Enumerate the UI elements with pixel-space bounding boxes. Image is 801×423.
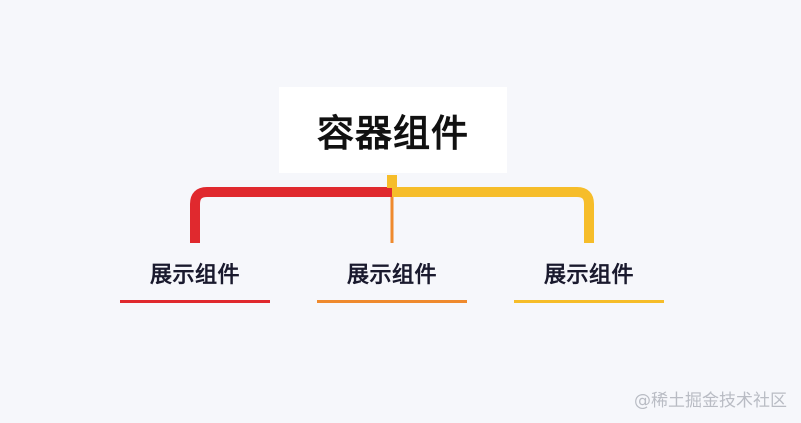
left-branch-connector xyxy=(190,187,392,243)
root-node: 容器组件 xyxy=(279,87,507,173)
child-node-label-left: 展示组件 xyxy=(149,263,240,288)
child-underline-right xyxy=(514,300,664,303)
watermark: @稀土掘金技术社区 xyxy=(634,391,787,411)
child-underline-left xyxy=(120,300,270,303)
child-underline-center xyxy=(317,300,467,303)
child-node-label-right: 展示组件 xyxy=(543,263,634,288)
right-branch-connector xyxy=(392,187,594,243)
child-node-label-center: 展示组件 xyxy=(346,263,437,288)
root-node-label: 容器组件 xyxy=(317,112,469,155)
